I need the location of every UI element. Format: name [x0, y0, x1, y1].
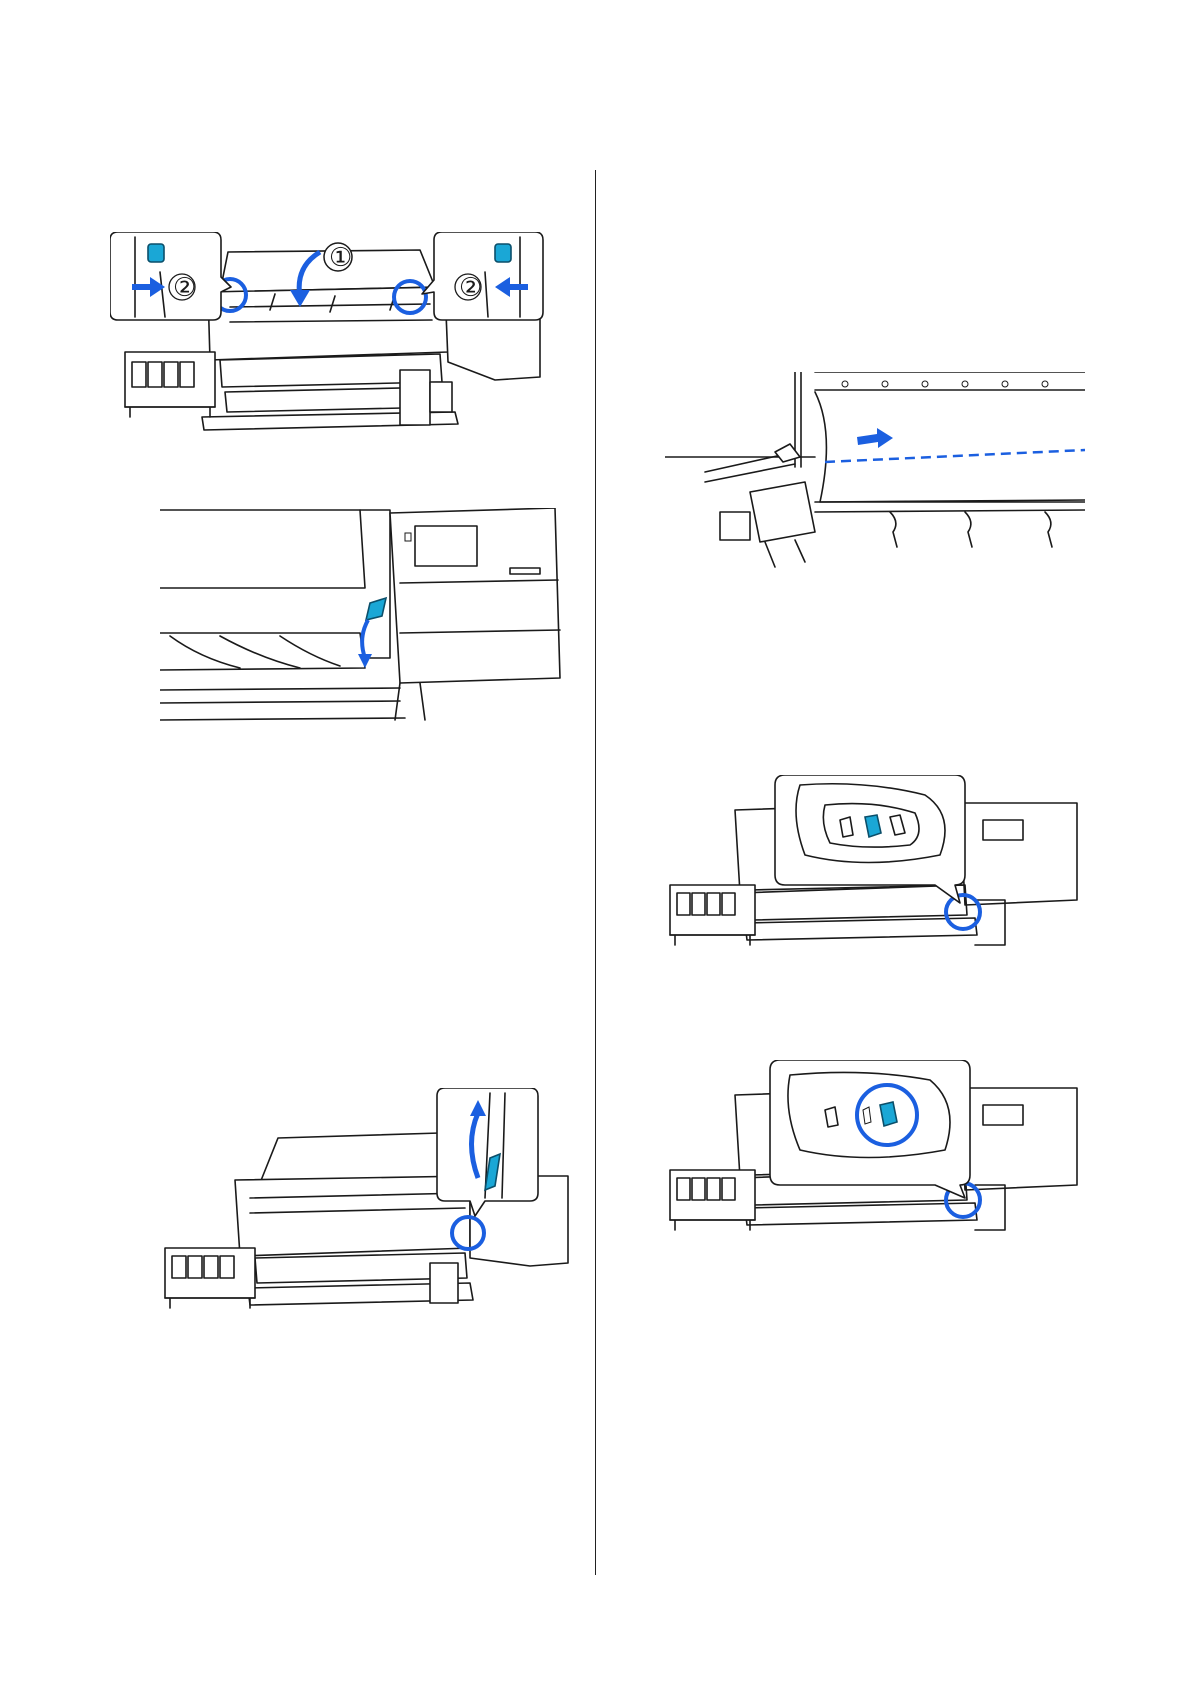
- figure-lower-media-lever: [160, 508, 575, 723]
- step-2-right-label: ②: [459, 273, 482, 303]
- step-1-label: ①: [329, 243, 352, 273]
- roll-unit-illustration: [665, 372, 1085, 567]
- step-2-left-label: ②: [173, 273, 196, 303]
- printer-closeup-illustration: [160, 508, 560, 720]
- figure-raise-media-lever: [160, 1088, 580, 1313]
- column-divider: [595, 170, 596, 1575]
- lock-lever-left-icon: [148, 244, 164, 262]
- lock-lever-right-icon: [495, 244, 511, 262]
- figure-auto-switch-middle: [665, 775, 1085, 955]
- pull-direction-arrow-icon: [857, 428, 893, 448]
- figure-auto-switch-highlighted: [665, 1060, 1085, 1250]
- media-loading-lever-icon: [366, 598, 386, 620]
- figure-pull-media: [665, 372, 1085, 582]
- auto-switch-selected-icon: [880, 1102, 897, 1126]
- figure-close-cover-lock-levers: ① ② ②: [110, 232, 575, 442]
